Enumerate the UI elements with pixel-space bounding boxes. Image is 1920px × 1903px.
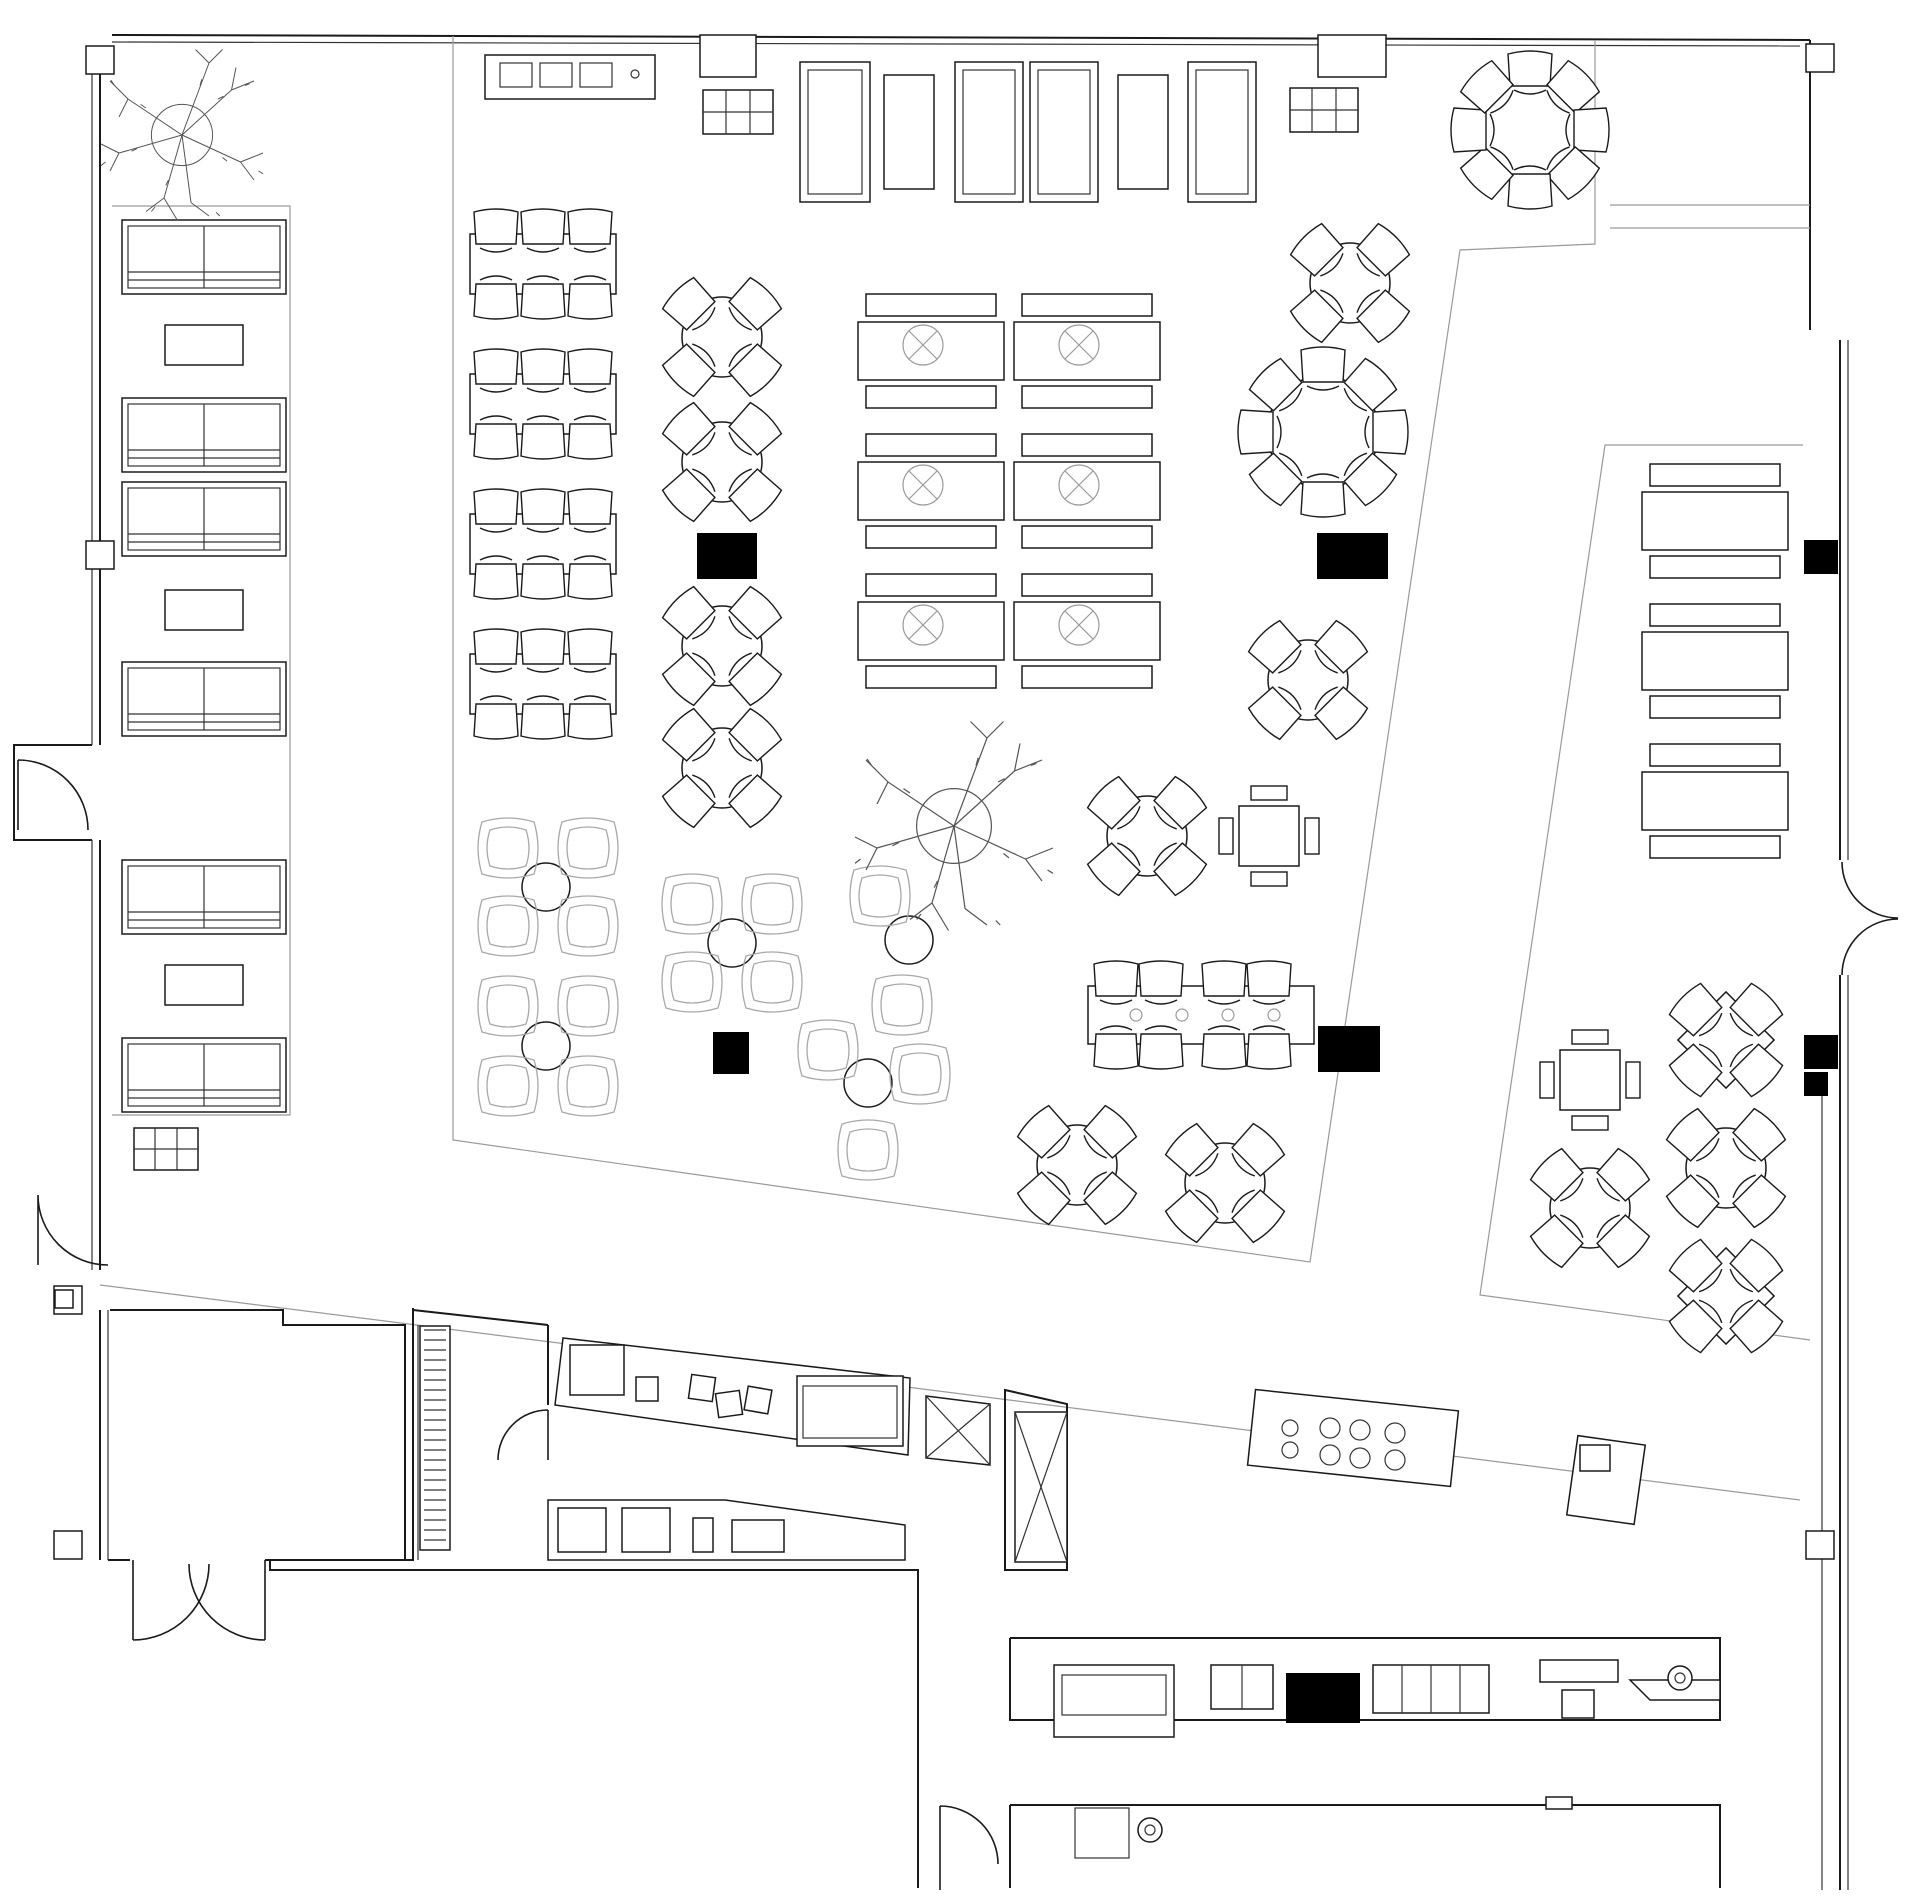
booth-tables bbox=[857, 293, 1161, 689]
zone-outlines bbox=[99, 36, 1811, 1501]
doors bbox=[17, 759, 1899, 1890]
right-wing-tables bbox=[1528, 463, 1838, 1355]
perimeter-columns bbox=[53, 43, 1835, 1560]
main-right-tables bbox=[1015, 50, 1610, 1245]
structural-column bbox=[697, 533, 757, 579]
exterior-walls bbox=[13, 34, 1849, 1890]
top-edge-furniture bbox=[484, 34, 1387, 203]
lounge-area bbox=[100, 49, 287, 1171]
round-tables-column bbox=[660, 275, 783, 829]
long-tables bbox=[470, 209, 616, 739]
back-of-house bbox=[110, 1308, 1721, 1888]
lounge-clusters bbox=[477, 720, 1054, 1181]
